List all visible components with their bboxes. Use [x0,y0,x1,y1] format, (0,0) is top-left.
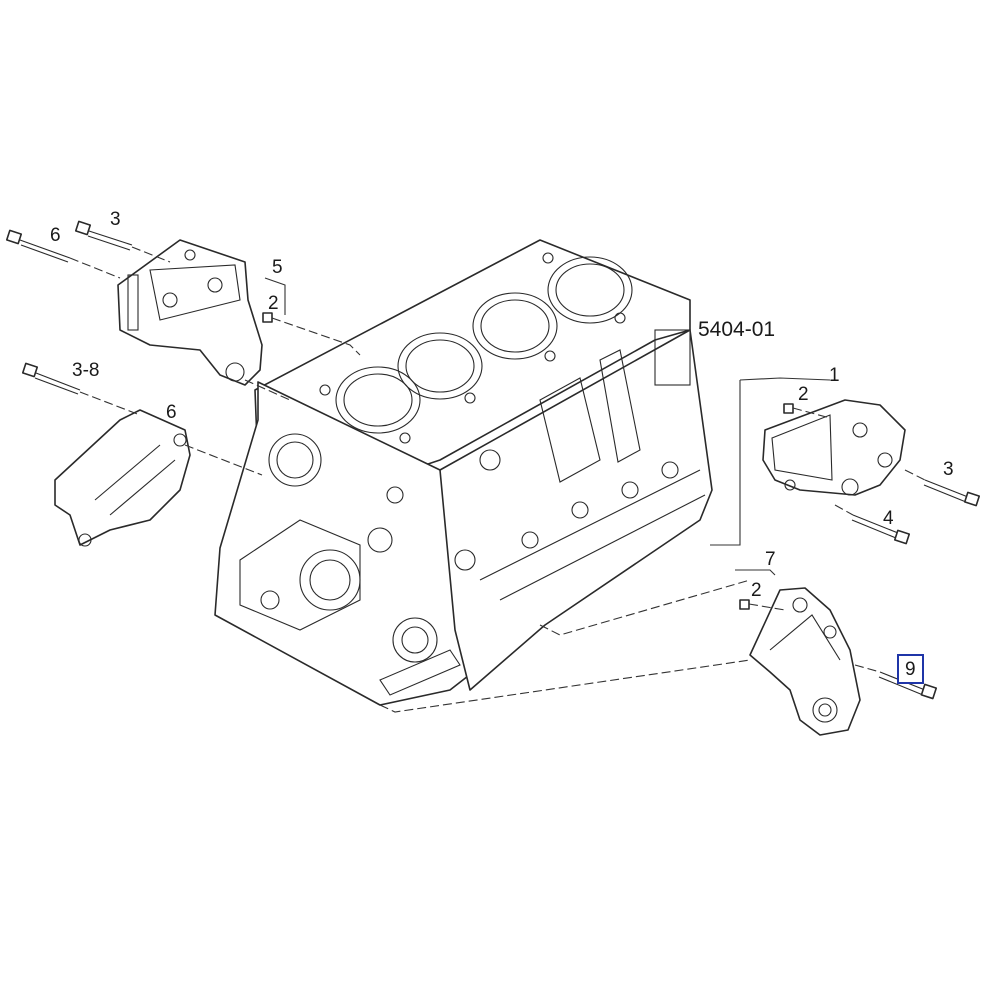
leader-lines [69,246,926,713]
callout-bolt-right-b: 4 [883,508,894,529]
nut-lower-right-2 [739,599,750,610]
bolt-mid-left-3-8 [21,362,81,395]
callout-bolt-top-left: 6 [50,225,61,246]
engine-mount-bracket-5 [117,239,263,386]
bolt-right-4 [851,514,911,545]
engine-mount-bracket-1 [762,399,906,496]
callout-shield-left: 6 [166,402,177,423]
engine-block [214,239,713,706]
callout-bolt-lower-right-highlighted[interactable]: 9 [897,654,924,684]
callout-bracket-right: 1 [829,365,840,386]
bolt-top-left-6 [5,229,71,263]
bolt-right-3 [923,479,981,507]
bolt-lower-right-9 [878,671,938,700]
diagram-id-label: 5404-01 [698,318,776,341]
callout-bolt-top-mid: 3 [110,209,121,230]
callout-bracket-lower-right: 7 [765,549,776,570]
callout-bolt-mid-left: 3-8 [72,360,100,381]
callout-bracket-top-left: 5 [272,257,283,278]
callout-nut-lower-right: 2 [751,580,762,601]
nut-right-2 [783,403,794,414]
engine-mount-bracket-7 [749,587,861,736]
bolt-top-mid-3 [74,220,133,251]
heat-shield-6 [54,409,191,547]
callout-nut-top-left: 2 [268,293,279,314]
callout-nut-right: 2 [798,384,809,405]
callout-bolt-right-a: 3 [943,459,954,480]
nut-top-left-2 [262,312,273,323]
